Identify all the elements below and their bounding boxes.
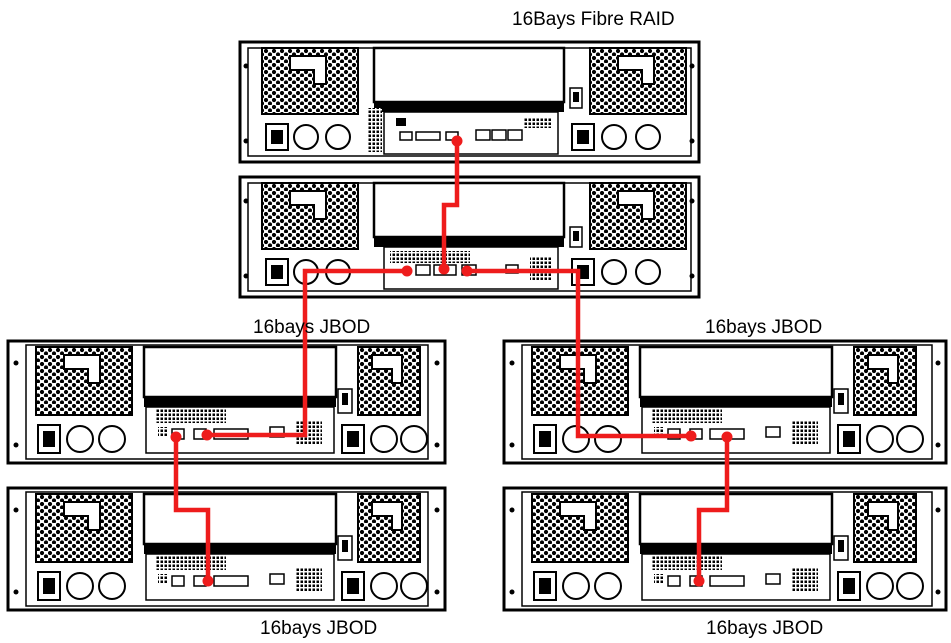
jbod-label-right-bottom: 16bays JBOD	[706, 618, 824, 639]
sas-port-icon	[451, 135, 463, 147]
jbod-chassis-right-bottom	[502, 486, 948, 612]
jbod-chassis-left-top	[6, 339, 447, 465]
cable-raid-to-jbod	[441, 141, 460, 268]
cables	[173, 141, 730, 581]
sas-port-icon	[438, 263, 450, 275]
jbod-label-right-top: 16bays JBOD	[705, 317, 823, 338]
sas-port-icon	[202, 575, 214, 587]
sas-port-icon	[401, 265, 413, 277]
jbod-label-left-bottom: 16bays JBOD	[260, 618, 378, 639]
jbod-chassis-left-bottom	[6, 486, 447, 612]
raid-chassis	[238, 40, 701, 164]
cable-connectors	[170, 135, 733, 587]
raid-label: 16Bays Fibre RAID	[512, 9, 675, 30]
sas-port-icon	[461, 265, 473, 277]
jbod-chassis-upper	[238, 175, 701, 299]
sas-port-icon	[170, 431, 182, 443]
cable-right-top-to-right-bottom	[696, 437, 730, 581]
cable-jbod-to-right-top	[466, 268, 691, 439]
jbod-label-left-top: 16bays JBOD	[253, 317, 371, 338]
cable-left-top-to-left-bottom	[173, 437, 211, 581]
cable-jbod-to-left-top	[207, 268, 407, 438]
sas-port-icon	[693, 575, 705, 587]
sas-port-icon	[685, 430, 697, 442]
sas-port-icon	[721, 431, 733, 443]
sas-port-icon	[201, 429, 213, 441]
psu-fan-icon	[293, 124, 319, 150]
